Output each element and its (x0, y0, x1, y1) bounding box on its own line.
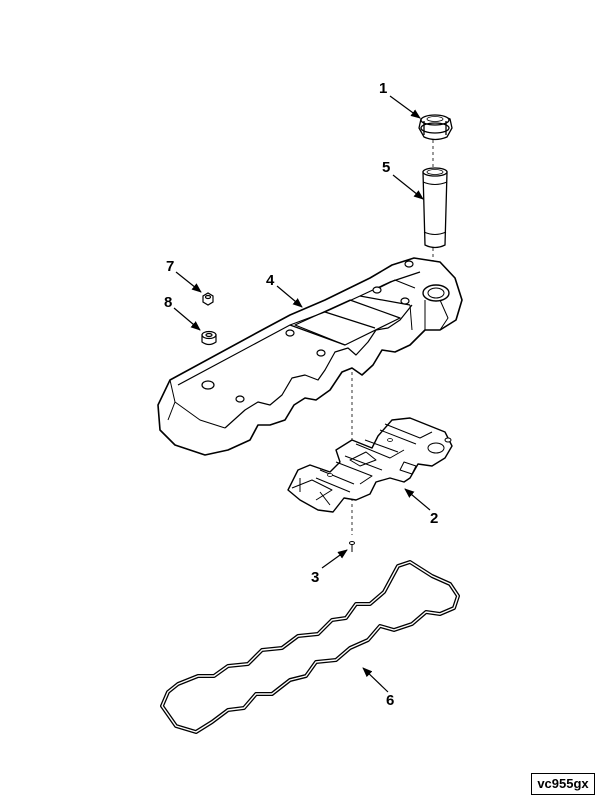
callout-8: 8 (164, 294, 172, 311)
callout-2: 2 (430, 510, 438, 527)
nut (202, 292, 214, 306)
callout-1: 1 (379, 80, 387, 97)
gasket-inner-edge (161, 561, 459, 733)
callout-6: 6 (386, 692, 394, 709)
oil-fill-cap (418, 114, 453, 141)
leader-arrow-1 (389, 95, 421, 119)
figure-code-label: vc955gx (531, 773, 595, 795)
leader-arrow-3 (321, 549, 348, 569)
callout-7: 7 (166, 258, 174, 275)
leader-arrow-6 (362, 667, 389, 693)
callout-4: 4 (266, 272, 275, 289)
oil-fill-tube (422, 167, 448, 249)
leader-arrow-5 (392, 174, 424, 200)
leader-arrow-4 (276, 285, 303, 308)
gasket (160, 560, 460, 734)
leader-arrow-8 (173, 307, 201, 331)
valve-cover (157, 257, 463, 456)
isolator-washer (201, 330, 217, 346)
baffle-assembly (287, 417, 453, 513)
leader-arrow-2 (404, 488, 431, 511)
callout-5: 5 (382, 159, 390, 176)
leader-arrow-7 (175, 271, 202, 293)
screw (349, 541, 355, 552)
callout-3: 3 (311, 569, 319, 586)
